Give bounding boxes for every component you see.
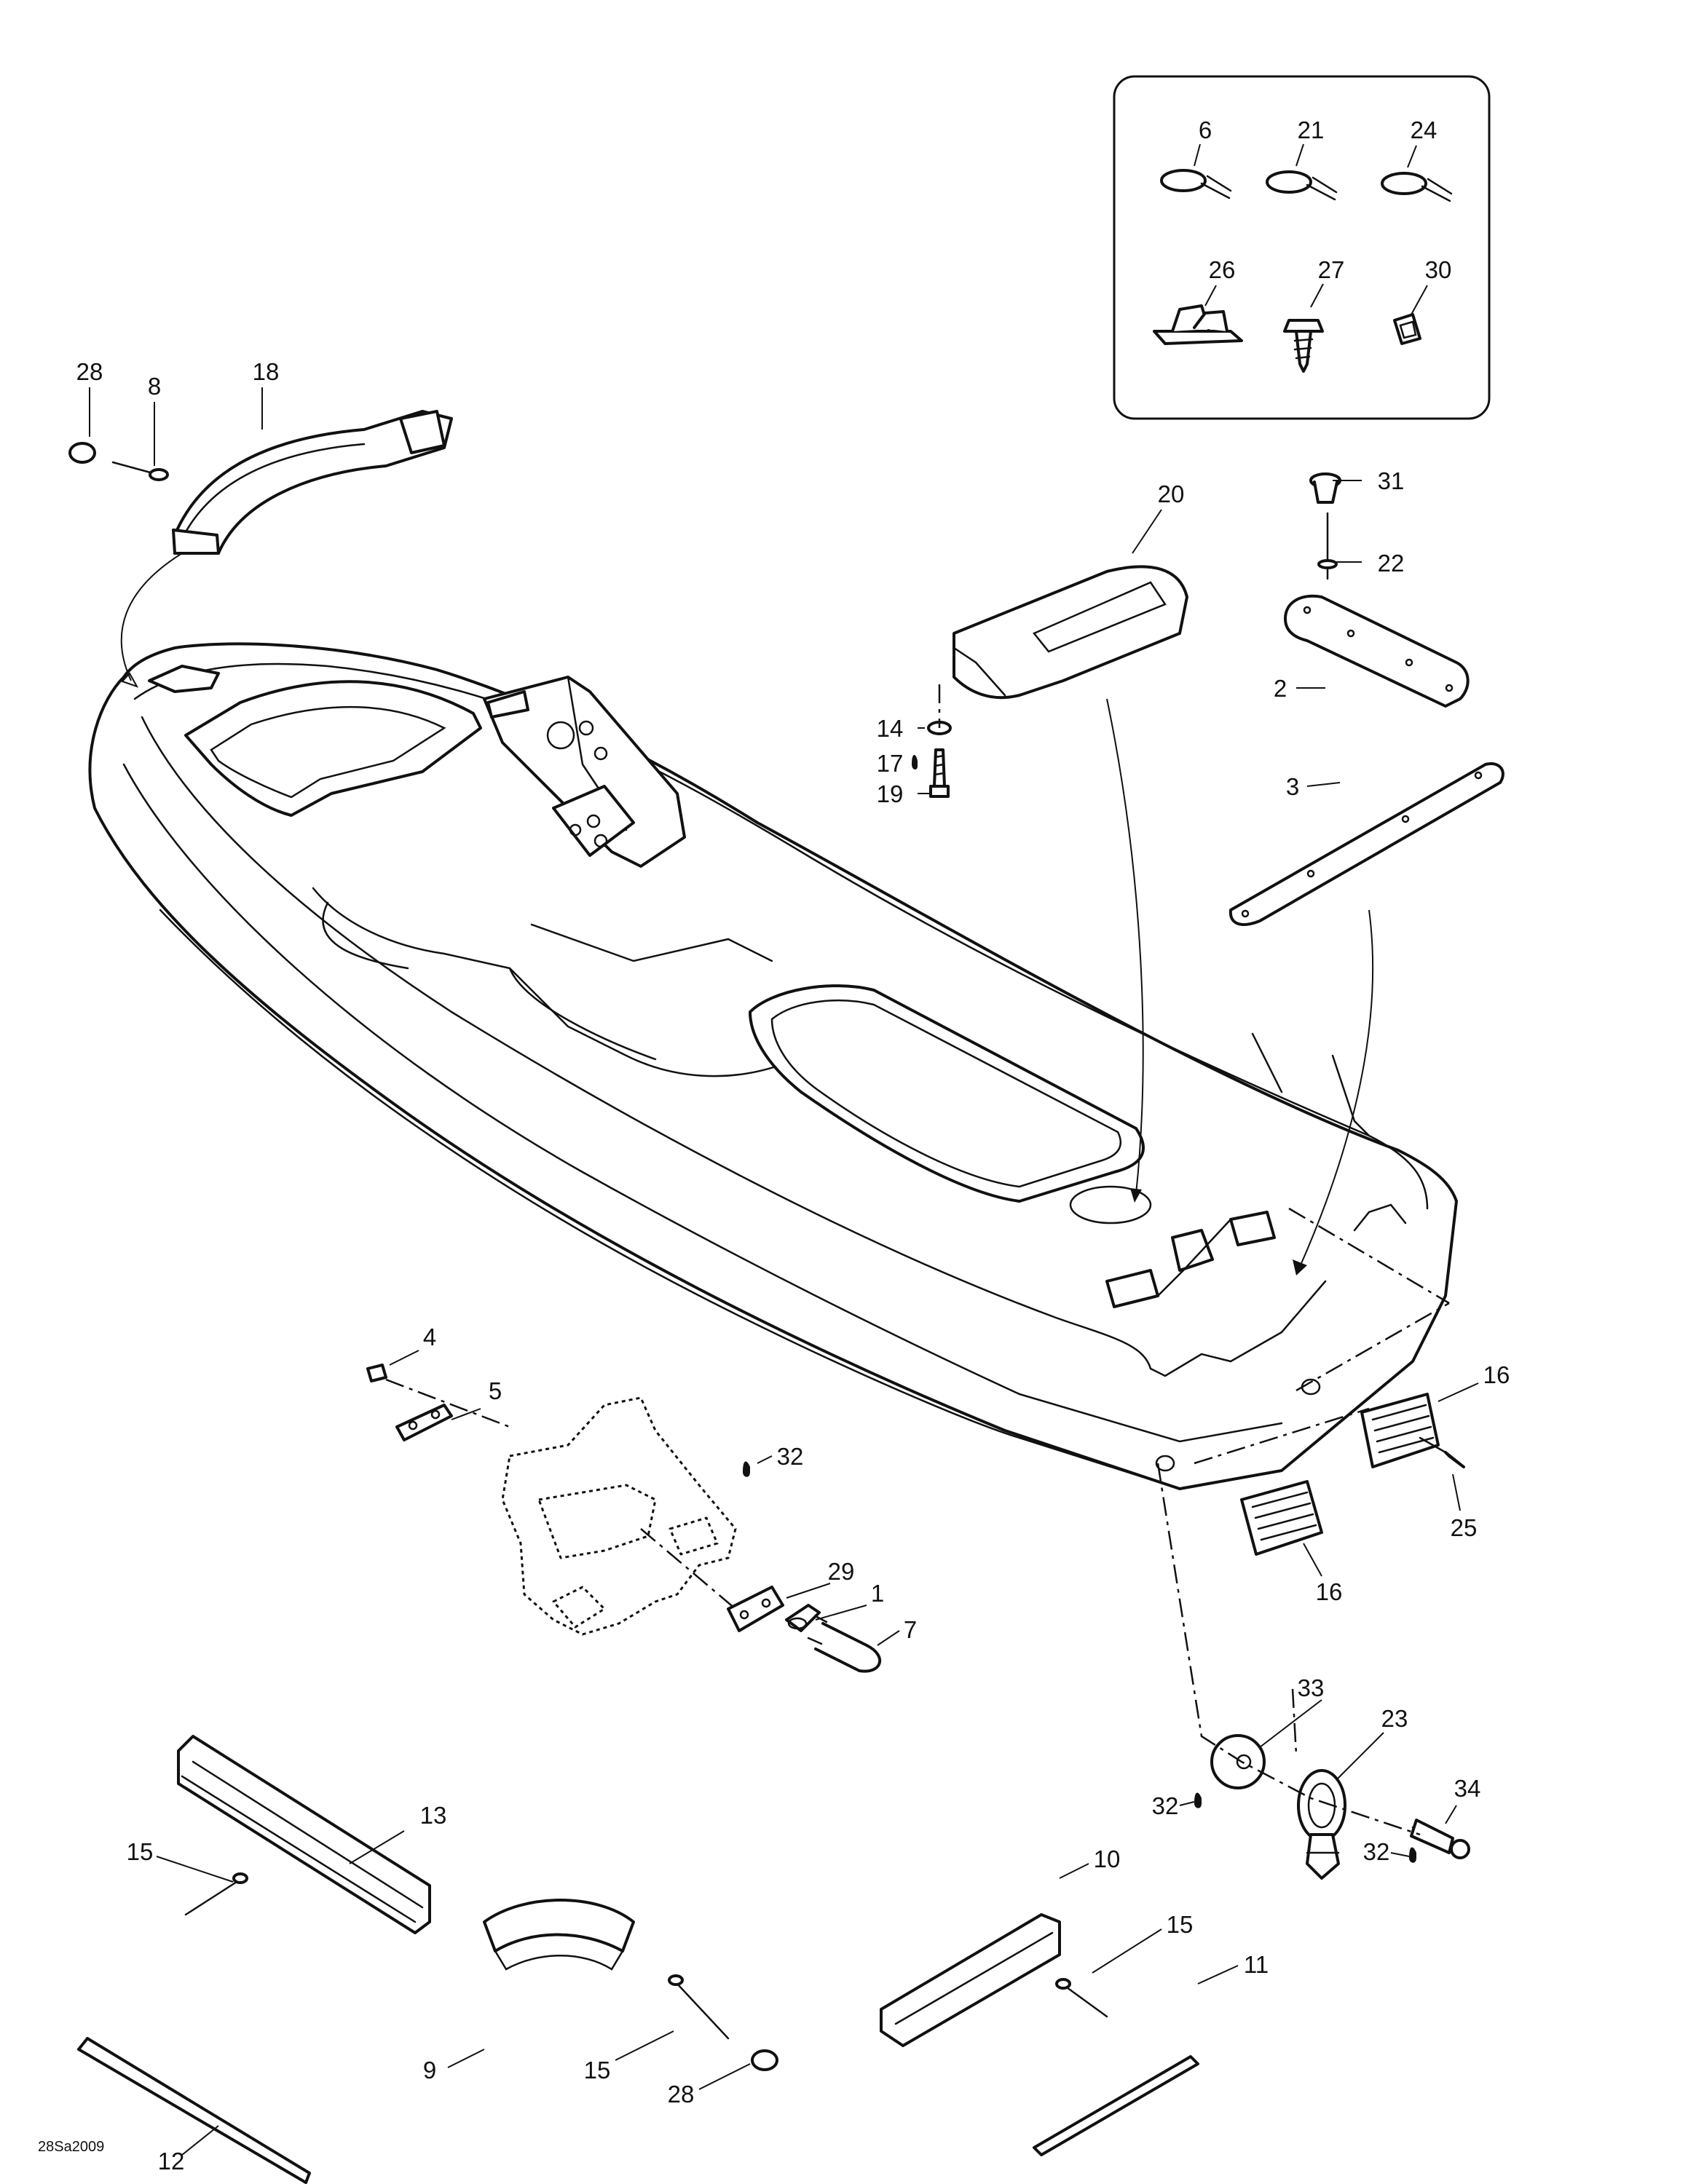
vent-cover-16-lower[interactable] [1240,1480,1323,1556]
callout-18: 18 [253,358,280,385]
callout-25: 25 [1451,1514,1478,1541]
callout-22: 22 [1378,550,1405,577]
thread-lock-drop-32c [1409,1847,1416,1863]
callout-6: 6 [1199,116,1212,143]
rail-13[interactable] [177,1735,431,1934]
callout-14: 14 [877,715,904,742]
plate-5[interactable] [395,1404,453,1441]
callout-16-lower: 16 [1316,1578,1343,1605]
callout-27: 27 [1318,256,1345,283]
callout-7: 7 [904,1616,917,1643]
callout-24: 24 [1411,116,1437,143]
callouts: 6 21 24 26 27 30 28 8 18 20 31 22 2 3 14… [76,116,1510,2175]
screw-34[interactable] [1410,1819,1470,1859]
callout-21: 21 [1298,116,1325,143]
callout-16-upper: 16 [1483,1361,1510,1388]
rivet-15-middle[interactable] [668,1974,730,2040]
callout-11: 11 [1244,1951,1269,1978]
callout-28-upper: 28 [76,358,103,385]
callout-10: 10 [1094,1845,1121,1872]
drawing-code: 28Sa2009 [38,2139,104,2155]
rivet-8[interactable] [111,461,169,481]
callout-26: 26 [1209,256,1236,283]
plate-29[interactable] [727,1586,784,1632]
vent-cover-16-upper[interactable] [1360,1393,1440,1468]
callout-8: 8 [148,373,161,400]
hardware-kit-box [1113,75,1491,420]
callout-3: 3 [1286,773,1299,800]
screw-19[interactable] [929,748,950,798]
thread-lock-drop-32b [1194,1792,1202,1808]
rail-11[interactable] [1033,2055,1199,2156]
callout-5: 5 [489,1377,502,1404]
tow-bracket-phantom [501,1396,737,1636]
thread-lock-drop-17 [912,754,918,770]
callout-20: 20 [1158,480,1185,507]
callout-12: 12 [158,2148,185,2175]
callout-15-middle: 15 [584,2057,611,2084]
leader-lines [89,387,1479,2156]
callout-33: 33 [1298,1674,1325,1701]
seat-cushion[interactable] [953,565,1188,700]
callout-9: 9 [423,2057,436,2084]
grab-handle[interactable] [172,410,453,555]
screw-25[interactable] [1419,1436,1465,1468]
thread-lock-drop-32a [743,1461,750,1477]
backing-plate-33[interactable] [1210,1734,1266,1789]
callout-17: 17 [877,750,904,777]
rivet-15-left[interactable] [184,1872,248,1916]
cap-9[interactable] [483,1899,635,1971]
pin-22[interactable] [1317,512,1338,580]
callout-34: 34 [1454,1775,1481,1802]
hull[interactable] [88,642,1458,1490]
callout-32-b: 32 [1152,1792,1179,1819]
plate-3[interactable] [1228,762,1504,926]
drain-plug-23[interactable] [1297,1769,1346,1880]
callout-15-left: 15 [127,1838,154,1865]
callout-13: 13 [420,1802,447,1829]
callout-19: 19 [877,780,904,807]
clip-26[interactable] [1153,304,1243,345]
pad-30[interactable] [1393,313,1421,345]
callout-32-a: 32 [777,1443,804,1470]
callout-15-right: 15 [1167,1911,1194,1938]
u-bolt-7[interactable] [807,1615,882,1673]
callout-28-lower: 28 [668,2081,695,2108]
nut-4[interactable] [366,1364,387,1382]
callout-2: 2 [1274,675,1287,702]
callout-30: 30 [1425,256,1452,283]
cable-tie-6[interactable] [1160,169,1232,199]
callout-4: 4 [423,1324,436,1350]
callout-29: 29 [828,1558,855,1585]
cable-tie-24[interactable] [1381,172,1453,202]
screw-27[interactable] [1283,319,1324,373]
rail-10[interactable] [880,1913,1061,2047]
callout-31: 31 [1378,467,1405,494]
rail-12[interactable] [77,2037,311,2184]
plug-31[interactable] [1309,472,1341,504]
plate-2[interactable] [1284,594,1470,708]
rivet-15-right[interactable] [1055,1978,1108,2018]
tow-eye-1[interactable] [785,1604,821,1632]
callout-32-c: 32 [1363,1838,1390,1865]
cap-28-lower[interactable] [751,2049,778,2071]
callout-23: 23 [1381,1705,1408,1732]
cable-tie-21[interactable] [1266,170,1338,201]
cap-28-upper[interactable] [68,442,96,464]
assembly-lines [120,553,1450,1836]
callout-1: 1 [871,1580,884,1607]
